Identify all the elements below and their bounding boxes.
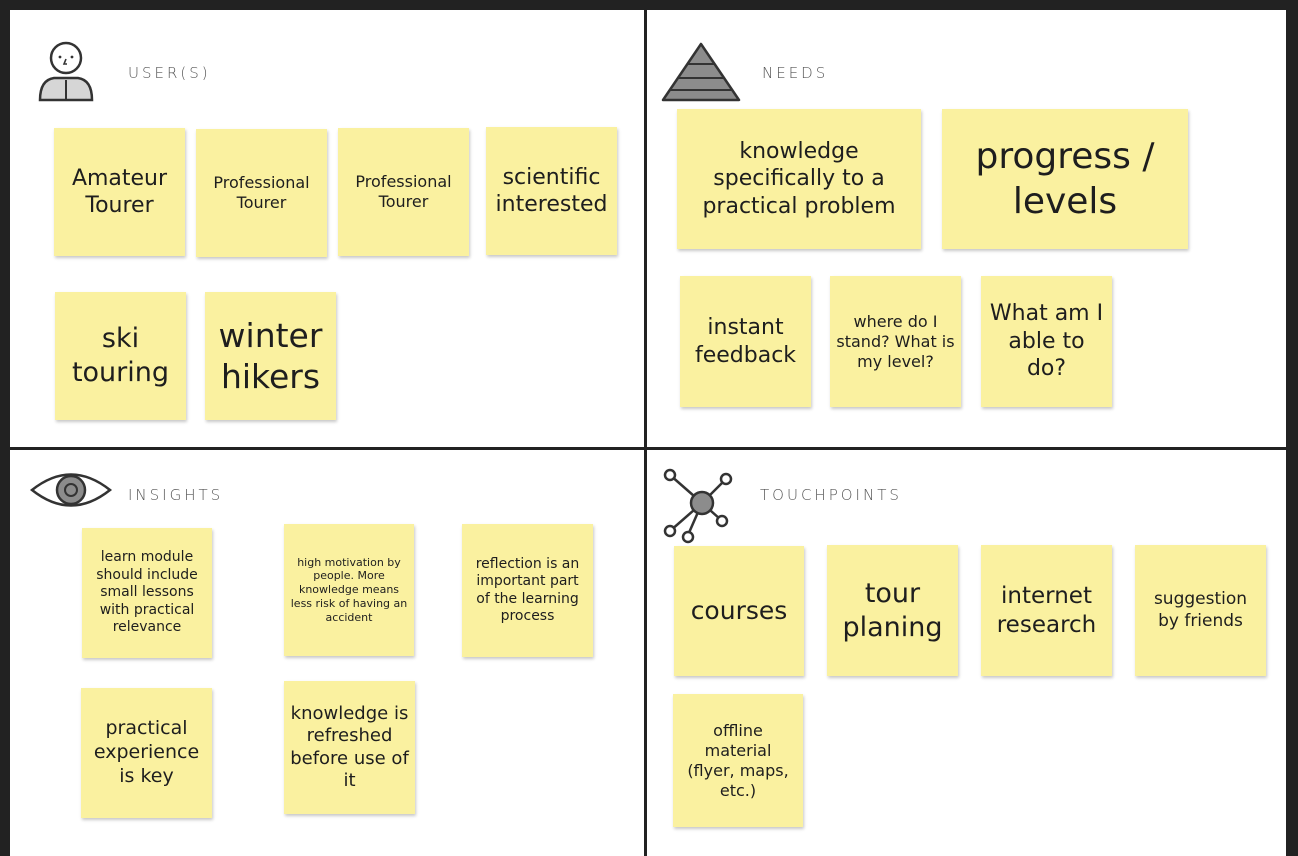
network-nodes-icon	[656, 465, 736, 549]
sticky-note[interactable]: knowledge specifically to a practical pr…	[677, 109, 921, 249]
sticky-note[interactable]: tour planing	[827, 545, 958, 676]
touchpoints-title: TOUCHPOINTS	[760, 486, 902, 504]
needs-title: NEEDS	[762, 64, 829, 82]
insights-title: INSIGHTS	[128, 486, 224, 504]
sticky-note[interactable]: Amateur Tourer	[54, 128, 185, 256]
sticky-note[interactable]: reflection is an important part of the l…	[462, 524, 593, 657]
sticky-note[interactable]: Professional Tourer	[196, 129, 327, 257]
eye-icon	[28, 465, 114, 519]
sticky-note[interactable]: internet research	[981, 545, 1112, 676]
sticky-note[interactable]: instant feedback	[680, 276, 811, 407]
pyramid-icon	[659, 40, 743, 108]
sticky-note[interactable]: scientific interested	[486, 127, 617, 255]
sticky-note[interactable]: offline material (flyer, maps, etc.)	[673, 694, 803, 827]
horizontal-divider	[0, 447, 1298, 450]
sticky-note[interactable]: suggestion by friends	[1135, 545, 1266, 676]
sticky-note[interactable]: knowledge is refreshed before use of it	[284, 681, 415, 814]
sticky-note[interactable]: high motivation by people. More knowledg…	[284, 524, 414, 656]
sticky-note[interactable]: Professional Tourer	[338, 128, 469, 256]
sticky-note[interactable]: practical experience is key	[81, 688, 212, 818]
sticky-note[interactable]: progress / levels	[942, 109, 1188, 249]
sticky-note[interactable]: What am I able to do?	[981, 276, 1112, 407]
vertical-divider	[644, 0, 647, 856]
sticky-note[interactable]: winter hikers	[205, 292, 336, 420]
users-title: USER(S)	[128, 64, 211, 82]
sticky-note[interactable]: ski touring	[55, 292, 186, 420]
sticky-note[interactable]: where do I stand? What is my level?	[830, 276, 961, 407]
sticky-note[interactable]: learn module should include small lesson…	[82, 528, 212, 658]
sticky-note[interactable]: courses	[674, 546, 804, 676]
user-avatar-icon	[34, 38, 98, 108]
